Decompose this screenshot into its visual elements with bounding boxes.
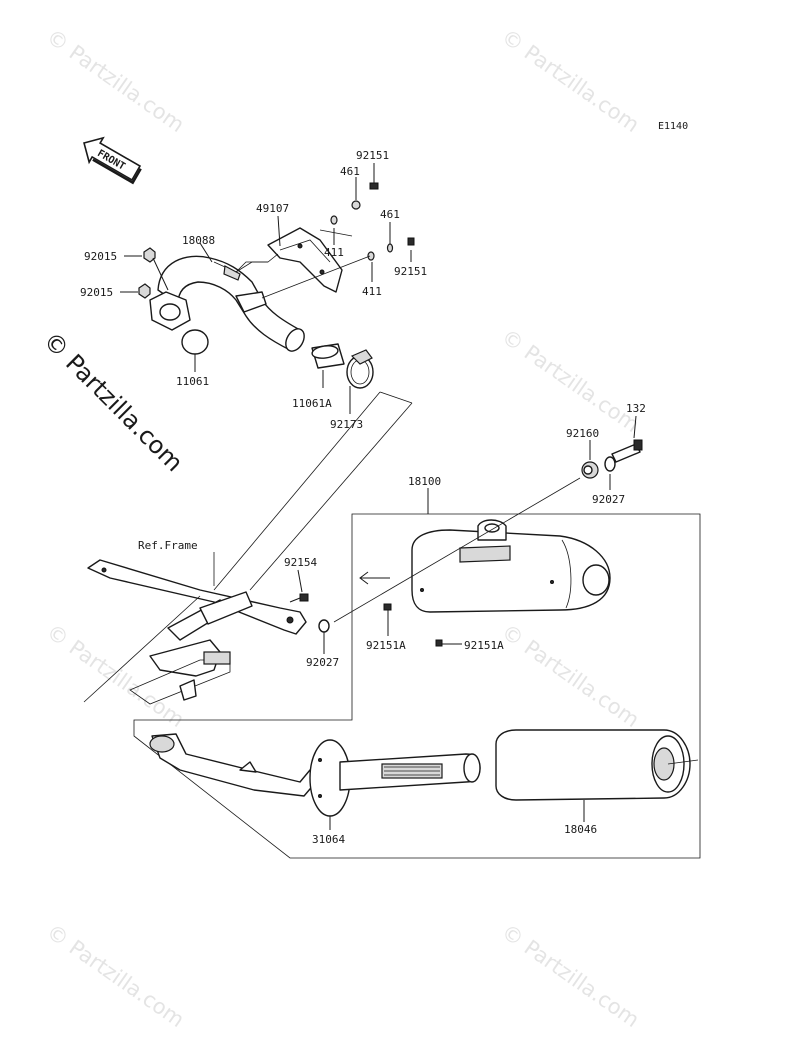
bolt-92151A-right: [435, 639, 443, 647]
watermark-6: © Partzilla.com: [42, 919, 189, 1032]
watermark-2: © Partzilla.com: [497, 24, 644, 137]
label-49107: 49107: [256, 202, 289, 215]
connector-line: [213, 391, 381, 591]
mid-pipe: [149, 733, 317, 797]
label-411-top: 411: [324, 246, 344, 259]
diagram-code: E1140: [658, 121, 688, 132]
watermark-3: © Partzilla.com: [497, 324, 644, 437]
sleeve-11061A: [311, 343, 345, 369]
nut-92015-b: [138, 283, 151, 299]
grommet-411-top: [330, 215, 338, 225]
watermark-5: © Partzilla.com: [497, 619, 644, 732]
label-11061: 11061: [176, 375, 209, 388]
label-92015-b: 92015: [80, 286, 113, 299]
label-411-right: 411: [362, 285, 382, 298]
part-labels: 92151 461 49107 461 411 92151 411 92015 …: [80, 149, 646, 846]
watermark-7: © Partzilla.com: [497, 919, 644, 1032]
bolt-132: [611, 439, 643, 463]
label-92151A-right: 92151A: [464, 639, 504, 652]
front-arrow-icon: FRONT: [83, 136, 142, 185]
label-92151-top: 92151: [356, 149, 389, 162]
label-92173: 92173: [330, 418, 363, 431]
label-31064: 31064: [312, 833, 345, 846]
washer-92027-mid: [318, 619, 330, 633]
label-461-right: 461: [380, 208, 400, 221]
label-ref-frame: Ref.Frame: [138, 539, 198, 552]
heat-guard-49107: [267, 227, 343, 293]
collar-92160: [581, 461, 599, 479]
silencer-arrow-icon: [359, 571, 390, 585]
label-461-top: 461: [340, 165, 360, 178]
label-132: 132: [626, 402, 646, 415]
label-18100: 18100: [408, 475, 441, 488]
clamp-92173: [346, 349, 374, 389]
grommet-411-right: [367, 251, 375, 261]
washer-461-top: [351, 200, 361, 210]
label-11061A: 11061A: [292, 397, 332, 410]
upper-leaders: [120, 163, 412, 414]
watermark-1: © Partzilla.com: [42, 24, 189, 137]
outer-shell-18046: [495, 729, 699, 801]
ref-frame: [83, 559, 307, 705]
inner-pipe-31064: [309, 739, 481, 817]
label-18046: 18046: [564, 823, 597, 836]
bolt-92151A-left: [383, 603, 392, 611]
nut-92015-a: [143, 247, 156, 263]
washer-92027-top: [604, 456, 616, 472]
label-92027-top: 92027: [592, 493, 625, 506]
silencer-18100: [411, 519, 611, 613]
header-pipe-18088: [149, 255, 305, 352]
bolt-92151-right: [407, 237, 415, 246]
label-92154: 92154: [284, 556, 317, 569]
label-92151-right: 92151: [394, 265, 427, 278]
perforations: [384, 766, 440, 776]
watermark-side: © Partzilla.com: [38, 326, 189, 477]
gasket-11061: [181, 329, 209, 355]
watermark-4: © Partzilla.com: [42, 619, 189, 732]
label-92151A-left: 92151A: [366, 639, 406, 652]
silencer-box: [133, 513, 701, 859]
label-18088: 18088: [182, 234, 215, 247]
label-92160: 92160: [566, 427, 599, 440]
lower-leaders: [213, 415, 637, 830]
label-92027-mid: 92027: [306, 656, 339, 669]
label-92015-a: 92015: [84, 250, 117, 263]
washer-461-right: [386, 243, 394, 253]
bolt-92154: [289, 593, 309, 603]
